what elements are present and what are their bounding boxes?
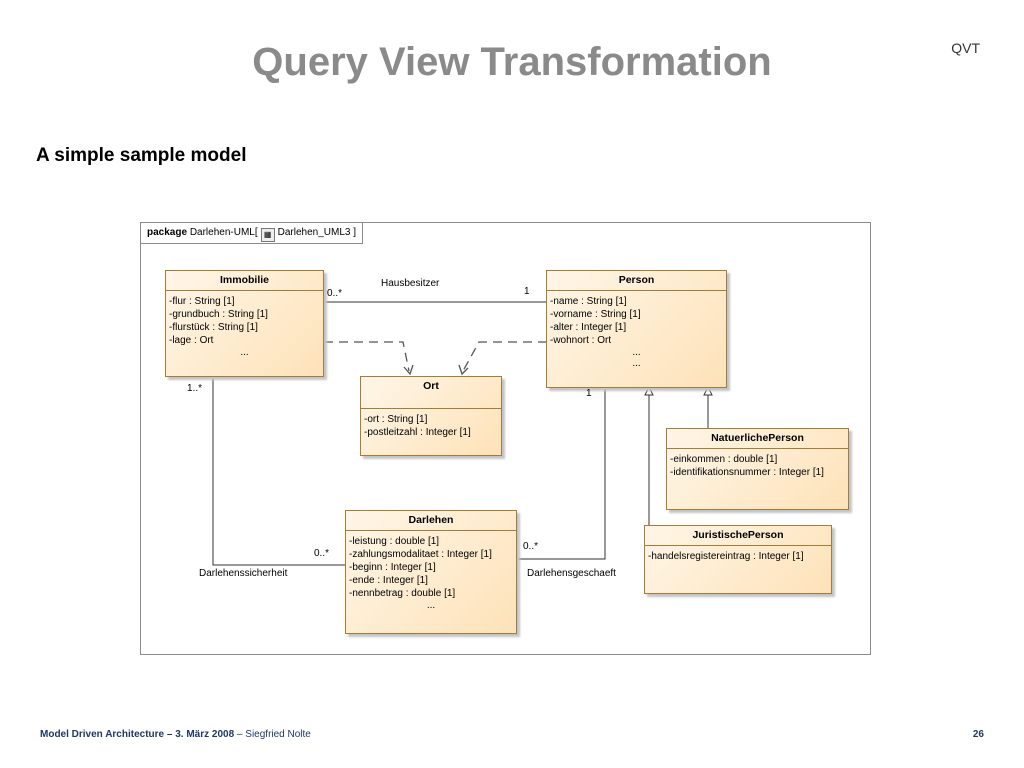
class-name: NatuerlichePerson [667, 429, 848, 449]
attribute: -einkommen : double [1] [670, 454, 778, 465]
class-person[interactable]: Person -name : String [1] -vorname : Str… [546, 270, 727, 388]
page-number: 26 [972, 729, 984, 740]
class-name: JuristischePerson [645, 526, 831, 546]
class-ort[interactable]: Ort -ort : String [1] -postleitzahl : In… [360, 376, 502, 456]
darlehensgeschaeft-line [517, 388, 606, 560]
more-ellipsis: ... [240, 347, 249, 358]
package-name: Darlehen-UML[ [189, 227, 258, 238]
footer-author: – Siegfried Nolte [234, 729, 311, 740]
mult-geschaeft-person: 1 [586, 388, 592, 399]
diagram-name: Darlehen_UML3 ] [277, 227, 356, 238]
attribute: -postleitzahl : Integer [1] [364, 427, 471, 438]
attribute: -handelsregistereintrag : Integer [1] [648, 551, 804, 562]
slide-title: Query View Transformation [252, 40, 772, 84]
footer-title: Model Driven Architecture – 3. März 2008 [40, 729, 235, 740]
attribute: -vorname : String [1] [550, 309, 641, 320]
diagram-icon: ▦ [260, 228, 275, 242]
class-name: Darlehen [346, 511, 516, 531]
package-keyword: package [147, 227, 188, 238]
dependency-arrow-immobilie [403, 364, 414, 376]
attribute: -grundbuch : String [1] [169, 309, 268, 320]
attribute: -identifikationsnummer : Integer [1] [670, 467, 824, 478]
slide-subtitle: A simple sample model [36, 145, 247, 166]
mult-hausbesitzer-immobilie: 0..* [327, 288, 343, 299]
dependency-immobilie-ort [324, 341, 410, 372]
attribute: -flurstück : String [1] [169, 322, 258, 333]
class-name: Ort [361, 377, 501, 409]
generalization-arrow-juristische [644, 385, 654, 396]
class-name: Immobilie [166, 271, 323, 291]
class-immobilie[interactable]: Immobilie -flur : String [1] -grundbuch … [165, 270, 324, 377]
attribute: -name : String [1] [550, 296, 627, 307]
assoc-hausbesitzer-label: Hausbesitzer [381, 278, 440, 289]
more-ellipsis: ... [426, 600, 436, 611]
attribute: -ort : String [1] [364, 414, 428, 425]
slide-tag: QVT [951, 40, 980, 56]
attribute: -beginn : Integer [1] [349, 562, 436, 573]
package-tab: package Darlehen-UML[▦Darlehen_UML3 ] [141, 223, 363, 244]
mult-sicherheit-immobilie: 1..* [187, 383, 203, 394]
attribute: -ende : Integer [1] [349, 575, 428, 586]
attribute: -lage : Ort [169, 335, 214, 346]
mult-sicherheit-darlehen: 0..* [314, 548, 330, 559]
generalization-arrow-natuerliche [703, 385, 713, 396]
more-ellipsis: ... [632, 358, 641, 369]
attribute: -alter : Integer [1] [550, 322, 627, 333]
class-juristische-person[interactable]: JuristischePerson -handelsregistereintra… [644, 525, 832, 594]
attribute: -nennbetrag : double [1] [349, 588, 456, 599]
class-natuerliche-person[interactable]: NatuerlichePerson -einkommen : double [1… [666, 428, 849, 510]
slide-footer: Model Driven Architecture – 3. März 2008… [40, 729, 311, 740]
dependency-person-ort [462, 341, 547, 372]
mult-geschaeft-darlehen: 0..* [523, 541, 539, 552]
attribute: -zahlungsmodalitaet : Integer [1] [349, 549, 492, 560]
attribute: -leistung : double [1] [349, 536, 440, 547]
more-ellipsis: ... [632, 347, 641, 358]
attribute: -wohnort : Ort [550, 335, 612, 346]
attribute: -flur : String [1] [169, 296, 235, 307]
dependency-arrow-person [458, 364, 469, 376]
mult-hausbesitzer-person: 1 [524, 286, 530, 297]
darlehenssicherheit-line [212, 377, 345, 566]
class-darlehen[interactable]: Darlehen -leistung : double [1] -zahlung… [345, 510, 517, 634]
uml-diagram: package Darlehen-UML[▦Darlehen_UML3 ] [140, 222, 871, 655]
class-name: Person [547, 271, 726, 291]
assoc-darlehensgeschaeft-label: Darlehensgeschaeft [527, 568, 616, 579]
assoc-darlehenssicherheit-label: Darlehenssicherheit [199, 568, 288, 579]
